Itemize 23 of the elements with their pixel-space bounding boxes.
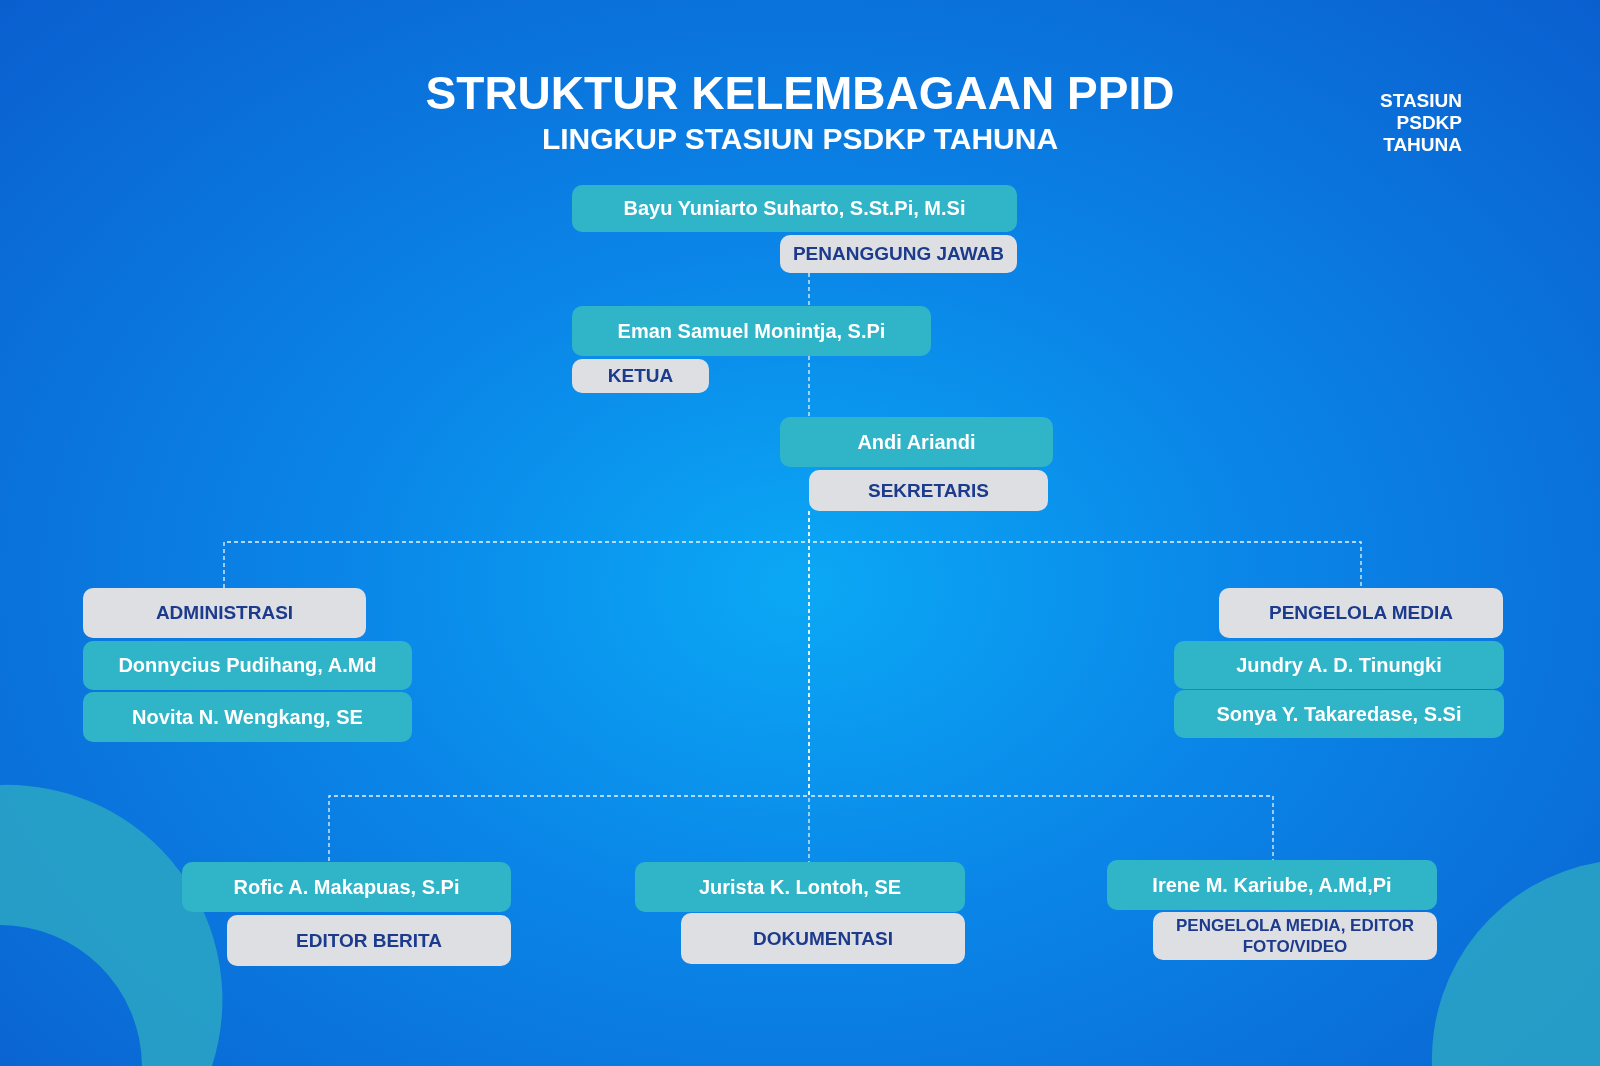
- role-label-box: DOKUMENTASI: [681, 913, 965, 964]
- name-box: Irene M. Kariube, A.Md,Pi: [1107, 860, 1437, 910]
- role-label-box: PENGELOLA MEDIA: [1219, 588, 1503, 638]
- name-box: Jundry A. D. Tinungki: [1174, 641, 1504, 689]
- role-label-box: KETUA: [572, 359, 709, 393]
- role-label-box: ADMINISTRASI: [83, 588, 366, 638]
- connector-line: [808, 355, 810, 418]
- name-box: Novita N. Wengkang, SE: [83, 692, 412, 742]
- name-box: Rofic A. Makapuas, S.Pi: [182, 862, 511, 912]
- role-label-box: EDITOR BERITA: [227, 915, 511, 966]
- name-box: Bayu Yuniarto Suharto, S.St.Pi, M.Si: [572, 185, 1017, 232]
- name-box: Donnycius Pudihang, A.Md: [83, 641, 412, 690]
- title: STRUKTUR KELEMBAGAAN PPID: [424, 66, 1176, 120]
- role-label-box: PENGELOLA MEDIA, EDITOR FOTO/VIDEO: [1153, 912, 1437, 960]
- name-box: Jurista K. Lontoh, SE: [635, 862, 965, 912]
- name-box: Sonya Y. Takaredase, S.Si: [1174, 690, 1504, 738]
- name-box: Andi Ariandi: [780, 417, 1053, 467]
- subtitle: LINGKUP STASIUN PSDKP TAHUNA: [540, 122, 1060, 157]
- station-name: STASIUN PSDKP TAHUNA: [1379, 90, 1462, 156]
- role-label-box: SEKRETARIS: [809, 470, 1048, 511]
- role-label-box: PENANGGUNG JAWAB: [780, 235, 1017, 273]
- name-box: Eman Samuel Monintja, S.Pi: [572, 306, 931, 356]
- connector-line: [808, 272, 810, 307]
